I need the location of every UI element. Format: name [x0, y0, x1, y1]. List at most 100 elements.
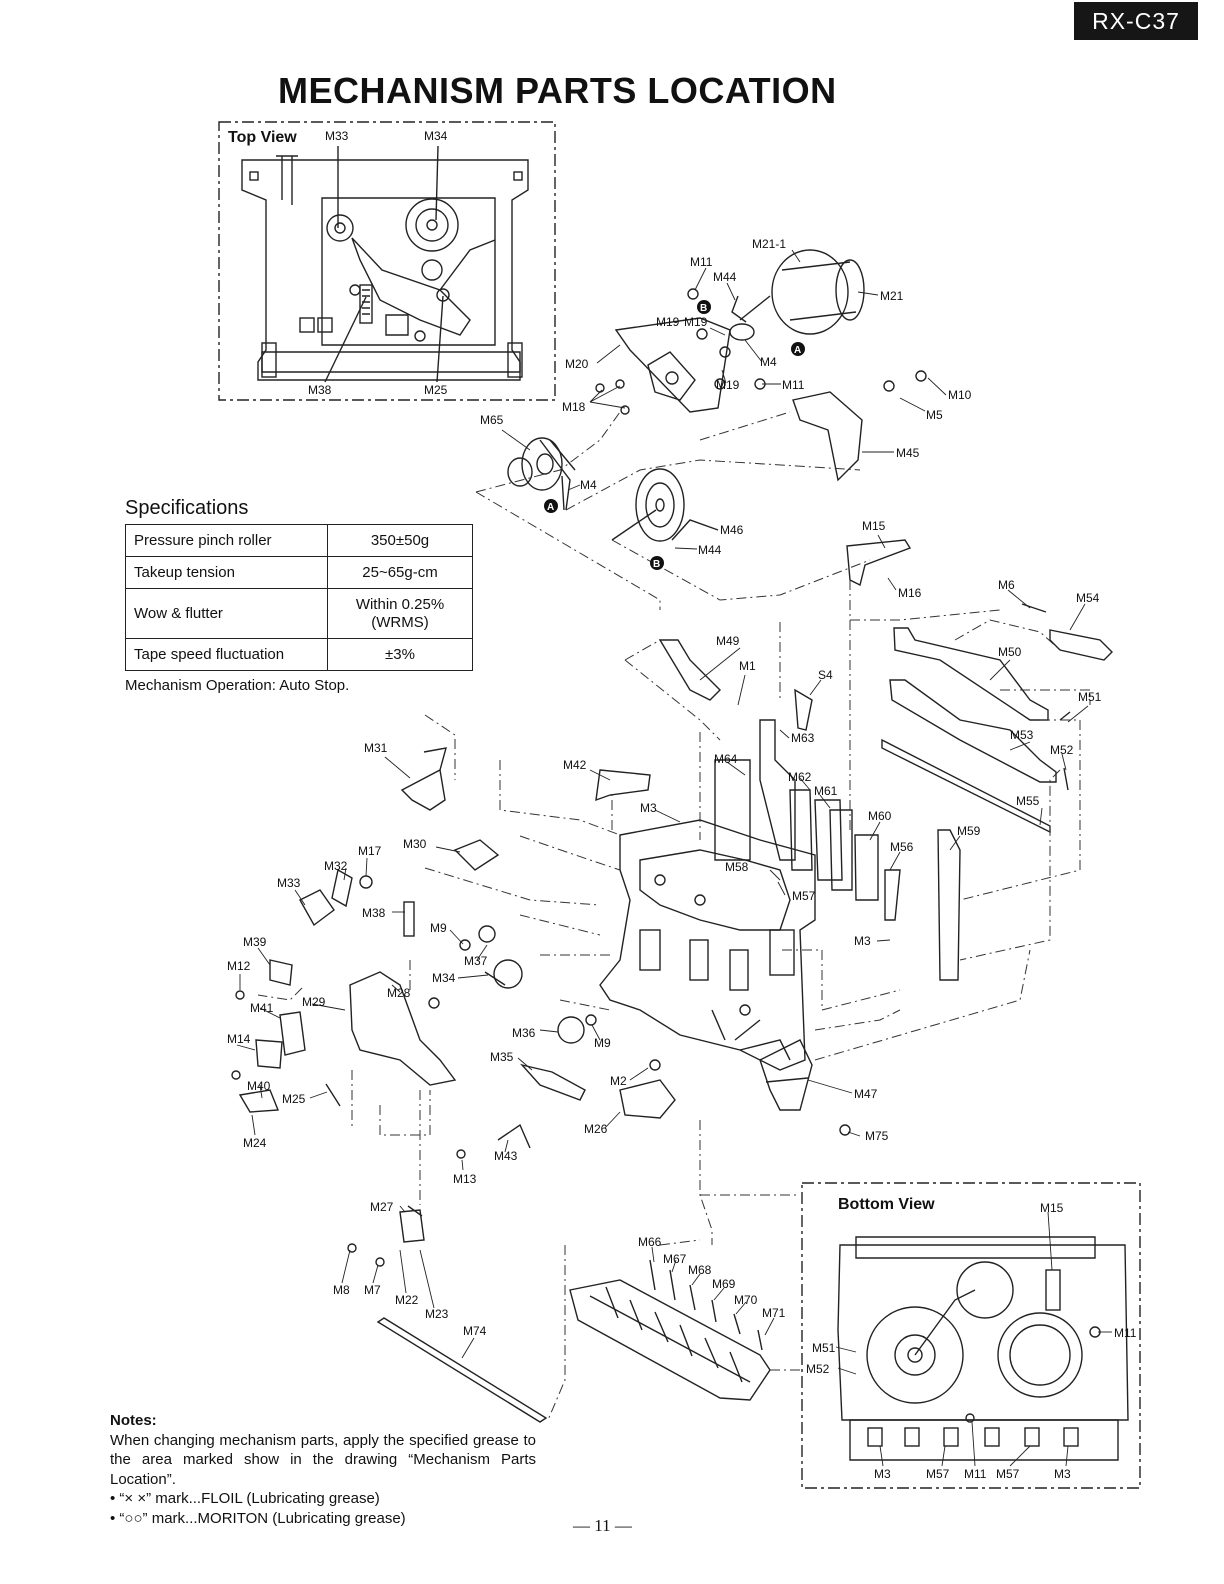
flywheel-group [507, 437, 719, 542]
page-number: — 11 — [573, 1516, 632, 1535]
svg-text:B: B [653, 559, 660, 570]
part-label: M75 [865, 1129, 889, 1143]
bottom-view-label: M15 [1040, 1201, 1064, 1215]
part-label: M46 [720, 523, 744, 537]
connector-lines [257, 411, 1091, 1421]
spec-value: Within 0.25% (WRMS) [327, 588, 473, 639]
part-label: M47 [854, 1087, 878, 1101]
part-label: M62 [788, 770, 812, 784]
part-label: M7 [364, 1283, 381, 1297]
button-assembly [376, 1259, 771, 1423]
specifications-table: Pressure pinch roller 350±50g Takeup ten… [125, 524, 473, 671]
part-label: M19 [656, 315, 680, 329]
ref-markers: B A A B [544, 300, 805, 570]
part-label: M71 [762, 1306, 786, 1320]
part-label: M22 [395, 1293, 419, 1307]
motor-group [595, 249, 927, 482]
part-label: M56 [890, 840, 914, 854]
part-label: M38 [362, 906, 386, 920]
part-label: M11 [690, 255, 713, 269]
bottom-view-label: M3 [874, 1467, 891, 1481]
part-label: M39 [243, 935, 267, 949]
part-label: M4 [580, 478, 597, 492]
part-label: M69 [712, 1277, 736, 1291]
bottom-view-label: M11 [1114, 1326, 1137, 1340]
part-label: M44 [698, 543, 722, 557]
svg-text:A: A [547, 502, 554, 513]
top-view-inset [218, 121, 556, 401]
notes-bullet: • “× ×” mark...FLOIL (Lubricating grease… [110, 1490, 380, 1507]
bottom-view-label: M51 [812, 1341, 836, 1355]
part-label: M64 [714, 752, 738, 766]
part-label: M25 [282, 1092, 306, 1106]
part-label: M14 [227, 1032, 251, 1046]
specifications-heading: Specifications [125, 497, 249, 519]
part-label: M30 [403, 837, 427, 851]
part-label: M16 [898, 586, 922, 600]
part-label: M26 [584, 1122, 608, 1136]
part-label: M19 [684, 315, 708, 329]
part-label: M23 [425, 1307, 449, 1321]
notes-bullet: • “○○” mark...MORITON (Lubricating greas… [110, 1509, 406, 1527]
part-label: M19 [716, 378, 740, 392]
spec-row: Wow & flutter Within 0.25% (WRMS) [125, 588, 473, 639]
spec-item: Pressure pinch roller [125, 524, 328, 557]
part-label: M24 [243, 1136, 267, 1150]
part-label: M28 [387, 986, 411, 1000]
part-label: M8 [333, 1283, 350, 1297]
part-label: M32 [324, 859, 348, 873]
part-label: M20 [565, 357, 589, 371]
lever-stack [595, 539, 961, 981]
part-label: M66 [638, 1235, 662, 1249]
part-label: M36 [512, 1026, 536, 1040]
spec-item: Wow & flutter [125, 588, 328, 639]
bottom-view-label: M11 [964, 1467, 987, 1481]
part-label: M60 [868, 809, 892, 823]
part-label: M53 [1010, 728, 1034, 742]
slider-plates [881, 603, 1113, 834]
part-label: M21 [880, 289, 904, 303]
notes-title: Notes: [110, 1412, 157, 1429]
part-label: M1 [739, 659, 756, 673]
part-label: M52 [1050, 743, 1074, 757]
part-label: M34 [432, 971, 456, 985]
part-label: M31 [364, 741, 388, 755]
spec-row: Pressure pinch roller 350±50g [125, 524, 473, 557]
svg-text:A: A [794, 345, 801, 356]
part-label: M74 [463, 1324, 487, 1338]
leader-lines [236, 249, 1112, 1467]
spec-item: Tape speed fluctuation [125, 638, 328, 671]
part-label: M17 [358, 844, 382, 858]
part-label: M2 [610, 1074, 627, 1088]
bottom-view-label: M57 [996, 1467, 1020, 1481]
part-label: M9 [430, 921, 447, 935]
spec-row: Tape speed fluctuation ±3% [125, 638, 473, 671]
bottom-view-inset [801, 1182, 1141, 1489]
spec-value: 25~65g-cm [327, 556, 473, 589]
part-label: M63 [791, 731, 815, 745]
svg-text:B: B [700, 303, 707, 314]
part-label: M59 [957, 824, 981, 838]
part-label: M40 [247, 1079, 271, 1093]
top-view-label: M34 [424, 129, 448, 143]
part-label: M11 [782, 378, 805, 392]
part-label: M10 [948, 388, 972, 402]
part-label: M44 [713, 270, 737, 284]
part-label: M18 [562, 400, 586, 414]
top-view-label: M25 [424, 383, 448, 397]
part-label: M3 [854, 934, 871, 948]
part-label: M35 [490, 1050, 514, 1064]
part-label: M3 [640, 801, 657, 815]
page-title: MECHANISM PARTS LOCATION [278, 70, 837, 111]
part-label: M41 [250, 1001, 274, 1015]
left-parts [231, 747, 851, 1267]
part-label: M15 [862, 519, 886, 533]
spec-row: Takeup tension 25~65g-cm [125, 556, 473, 589]
mechanism-operation: Mechanism Operation: Auto Stop. [125, 677, 350, 694]
part-label: M50 [998, 645, 1022, 659]
top-view-label: M38 [308, 383, 332, 397]
part-label: M49 [716, 634, 740, 648]
part-label: S4 [818, 668, 833, 682]
spec-item: Takeup tension [125, 556, 328, 589]
